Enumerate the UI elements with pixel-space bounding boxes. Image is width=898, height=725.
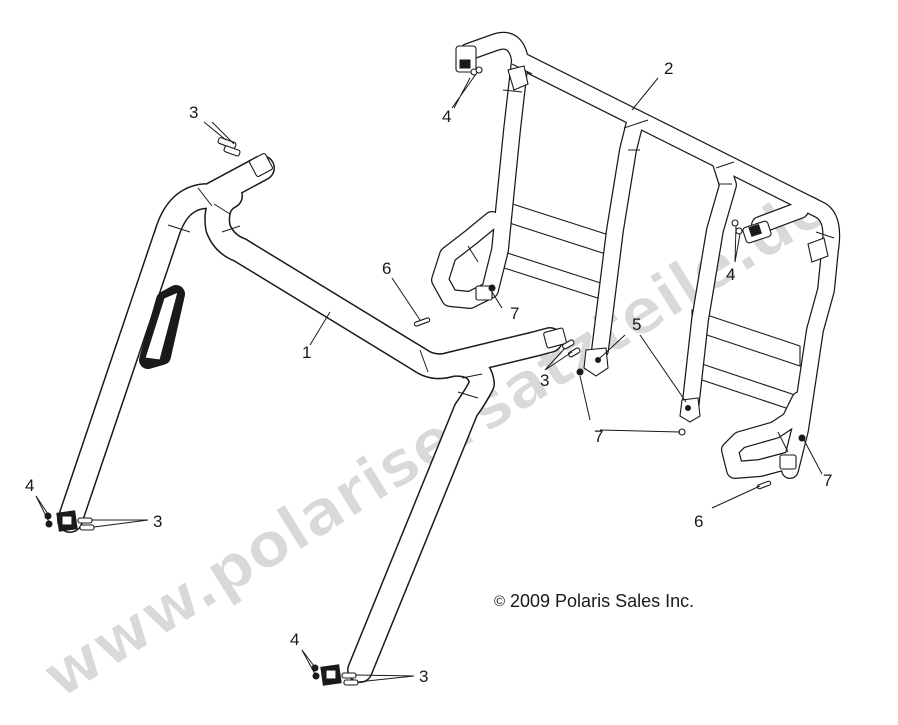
callout-labels: 1 2 3 3 3 3 4 4 4 4 5 6 6 7 7 7 bbox=[25, 59, 832, 686]
callout-3-top: 3 bbox=[189, 103, 198, 122]
bolt-3-front-right bbox=[341, 672, 359, 686]
callout-3-front-right: 3 bbox=[419, 667, 428, 686]
leader-lines bbox=[35, 73, 823, 683]
front-right-foot-plate-inner bbox=[325, 669, 337, 680]
callout-7-far-right: 7 bbox=[823, 471, 832, 490]
rear-slat-upper-left bbox=[499, 199, 613, 257]
copyright-text: 2009 Polaris Sales Inc. bbox=[510, 591, 694, 611]
front-cage-part-1 bbox=[56, 152, 567, 686]
callout-1: 1 bbox=[302, 343, 311, 362]
rear-far-right-foot bbox=[779, 454, 797, 470]
rear-slat-lower-right bbox=[689, 359, 799, 413]
rear-left-top-mount-plate bbox=[459, 59, 471, 69]
callout-3-center: 3 bbox=[540, 371, 549, 390]
nut-7-center bbox=[576, 368, 584, 376]
grab-handle bbox=[144, 291, 179, 361]
bolt-3-center bbox=[561, 339, 581, 358]
nut-4-right bbox=[731, 219, 739, 227]
bolt-6-center bbox=[413, 317, 431, 327]
front-top-left-connector bbox=[248, 152, 274, 178]
nut-7-rear-left bbox=[488, 284, 496, 292]
callout-2: 2 bbox=[664, 59, 673, 78]
rear-right-top-mount-plate bbox=[748, 224, 762, 237]
callout-6-center: 6 bbox=[382, 259, 391, 278]
nut-4-front-right-b bbox=[312, 672, 320, 680]
callout-4-right: 4 bbox=[726, 265, 735, 284]
rear-left-gusset bbox=[507, 65, 529, 91]
nut-4-right-b bbox=[735, 227, 743, 235]
bolt-6-right bbox=[756, 480, 772, 490]
bolt-3-top bbox=[217, 137, 241, 157]
callout-7-center: 7 bbox=[594, 427, 603, 446]
rear-slat-lower-left bbox=[497, 249, 611, 303]
front-tube-seams bbox=[167, 187, 483, 399]
front-left-foot-plate-inner bbox=[61, 515, 73, 526]
nut-4-top-b bbox=[475, 66, 483, 74]
callout-6-right: 6 bbox=[694, 512, 703, 531]
hardware bbox=[44, 66, 806, 686]
callout-5: 5 bbox=[632, 315, 641, 334]
front-cage-tube-fill bbox=[58, 156, 562, 682]
nut-7-far-right bbox=[798, 434, 806, 442]
rear-right-gusset bbox=[807, 237, 829, 263]
callout-4-front-left: 4 bbox=[25, 476, 34, 495]
copyright-notice: © 2009 Polaris Sales Inc. bbox=[494, 591, 694, 611]
callout-4-front-right: 4 bbox=[290, 630, 299, 649]
callout-4-top: 4 bbox=[442, 107, 451, 126]
callout-3-front-left: 3 bbox=[153, 512, 162, 531]
fastener-5-b bbox=[685, 405, 691, 411]
fastener-5-a bbox=[595, 357, 601, 363]
rear-cage-part-2 bbox=[431, 31, 841, 479]
rear-left-foot bbox=[475, 285, 493, 301]
callout-7-rear-left: 7 bbox=[510, 304, 519, 323]
copyright-symbol: © bbox=[494, 593, 505, 610]
front-top-right-connector bbox=[543, 327, 567, 349]
